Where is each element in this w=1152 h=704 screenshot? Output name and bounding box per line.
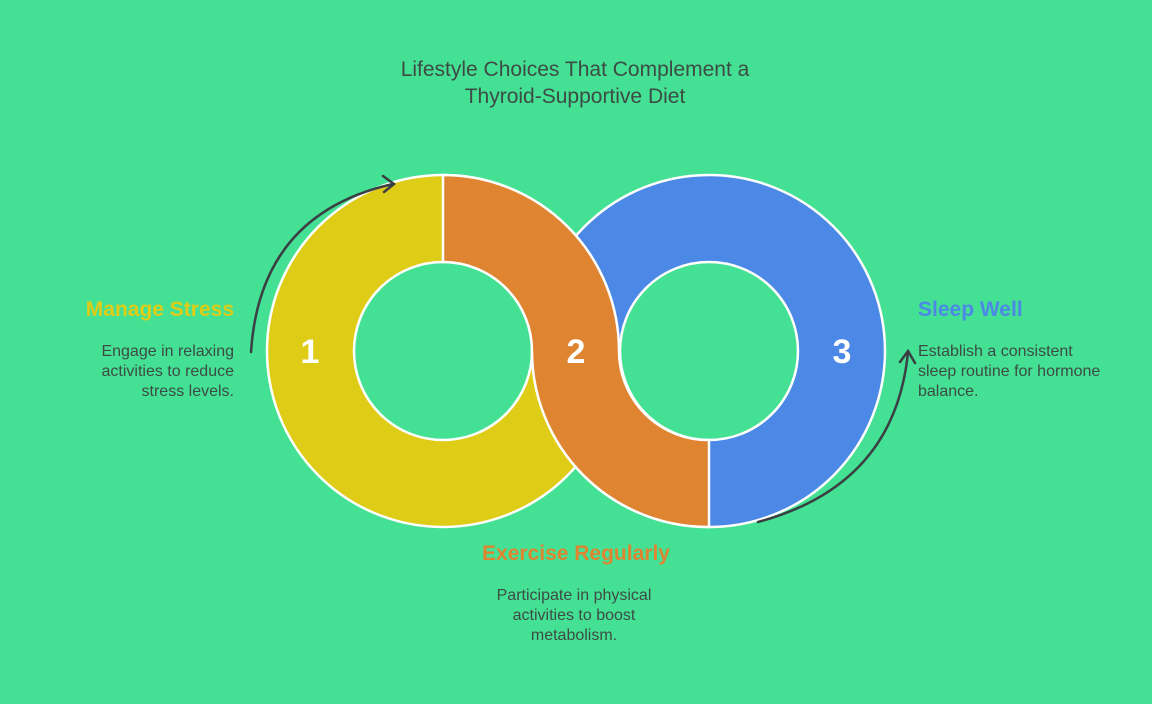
- diagram-title: Lifestyle Choices That Complement a Thyr…: [400, 58, 750, 108]
- step-heading-exercise-regularly: Exercise Regularly: [482, 542, 670, 565]
- step-description-exercise-regularly: Participate in physical activities to bo…: [496, 587, 652, 644]
- step-number-2: 2: [567, 333, 586, 371]
- cycle-arrow-right-icon: [756, 348, 917, 524]
- cycle-arrow-left-icon: [249, 174, 397, 354]
- step-heading-manage-stress: Manage Stress: [85, 298, 234, 321]
- step-number-1: 1: [301, 333, 320, 371]
- ring-segment-exercise-regularly: [441, 173, 711, 529]
- step-heading-sleep-well: Sleep Well: [918, 298, 1023, 321]
- step-description-sleep-well: Establish a consistent sleep routine for…: [918, 343, 1101, 400]
- step-description-manage-stress: Engage in relaxing activities to reduce …: [101, 343, 234, 400]
- step-number-3: 3: [833, 333, 852, 371]
